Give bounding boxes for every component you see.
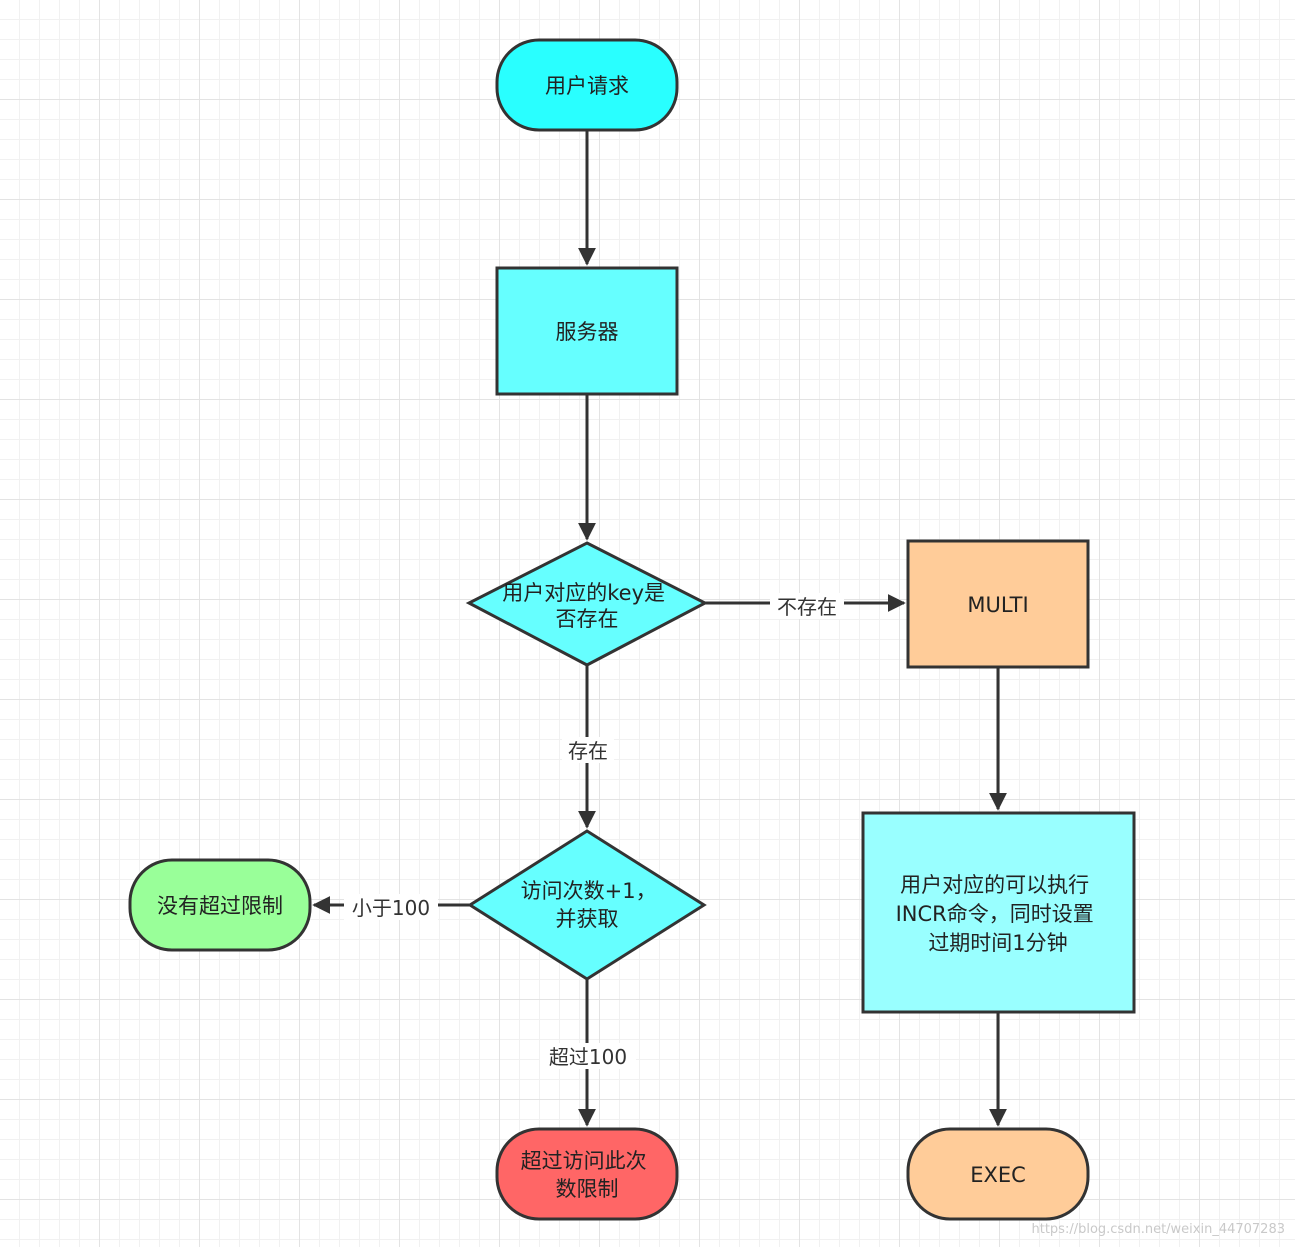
node-key-exists-line-1: 用户对应的key是 <box>502 581 665 605</box>
edge-label-over-100: 超过100 <box>549 1045 627 1069</box>
node-visit-incr-decision: 访问次数+1， 并获取 <box>467 829 707 981</box>
svg-text:超过访问此次 数限制: 超过访问此次 数限制 <box>521 1149 654 1201</box>
node-exceeded-line-2: 数限制 <box>556 1177 619 1201</box>
svg-text:用户对应的可以执行 INCR命令，同时设置: 用户对应的可以执行 INCR命令，同时设置 过期时间1分钟 <box>896 873 1101 955</box>
node-incr-line-2: INCR命令，同时设置 <box>896 902 1094 926</box>
node-no-limit: 没有超过限制 <box>128 858 312 952</box>
node-visit-incr-line-1: 访问次数+1， <box>521 879 657 903</box>
node-incr-line-1: 用户对应的可以执行 <box>900 873 1089 897</box>
node-no-limit-label: 没有超过限制 <box>157 894 283 918</box>
node-server: 服务器 <box>495 266 679 396</box>
node-exec-label: EXEC <box>970 1163 1026 1187</box>
node-exceeded-limit: 超过访问此次 数限制 <box>495 1127 679 1221</box>
svg-text:访问次数+1， 并获取: 访问次数+1， 并获取 <box>521 879 664 931</box>
edge-label-less-100: 小于100 <box>352 896 430 920</box>
node-exec: EXEC <box>906 1127 1090 1221</box>
node-incr-command: 用户对应的可以执行 INCR命令，同时设置 过期时间1分钟 <box>861 811 1136 1014</box>
node-multi: MULTI <box>906 539 1090 669</box>
svg-text:用户对应的key是 否存在: 用户对应的key是 否存在 <box>502 581 671 631</box>
node-server-label: 服务器 <box>556 320 619 344</box>
node-exceeded-line-1: 超过访问此次 <box>521 1149 647 1173</box>
node-key-exists-decision: 用户对应的key是 否存在 <box>465 541 709 667</box>
node-incr-line-3: 过期时间1分钟 <box>928 931 1067 955</box>
node-visit-incr-line-2: 并获取 <box>556 907 619 931</box>
watermark-text: https://blog.csdn.net/weixin_44707283 <box>1031 1222 1285 1237</box>
edge-labels: 不存在 存在 小于100 超过100 <box>344 593 844 1069</box>
node-user-request-label: 用户请求 <box>545 74 629 98</box>
edge-label-not-exists: 不存在 <box>777 595 837 619</box>
node-multi-label: MULTI <box>967 593 1028 617</box>
edge-label-exists: 存在 <box>568 739 608 763</box>
node-key-exists-line-2: 否存在 <box>556 607 619 631</box>
node-user-request: 用户请求 <box>495 38 679 132</box>
